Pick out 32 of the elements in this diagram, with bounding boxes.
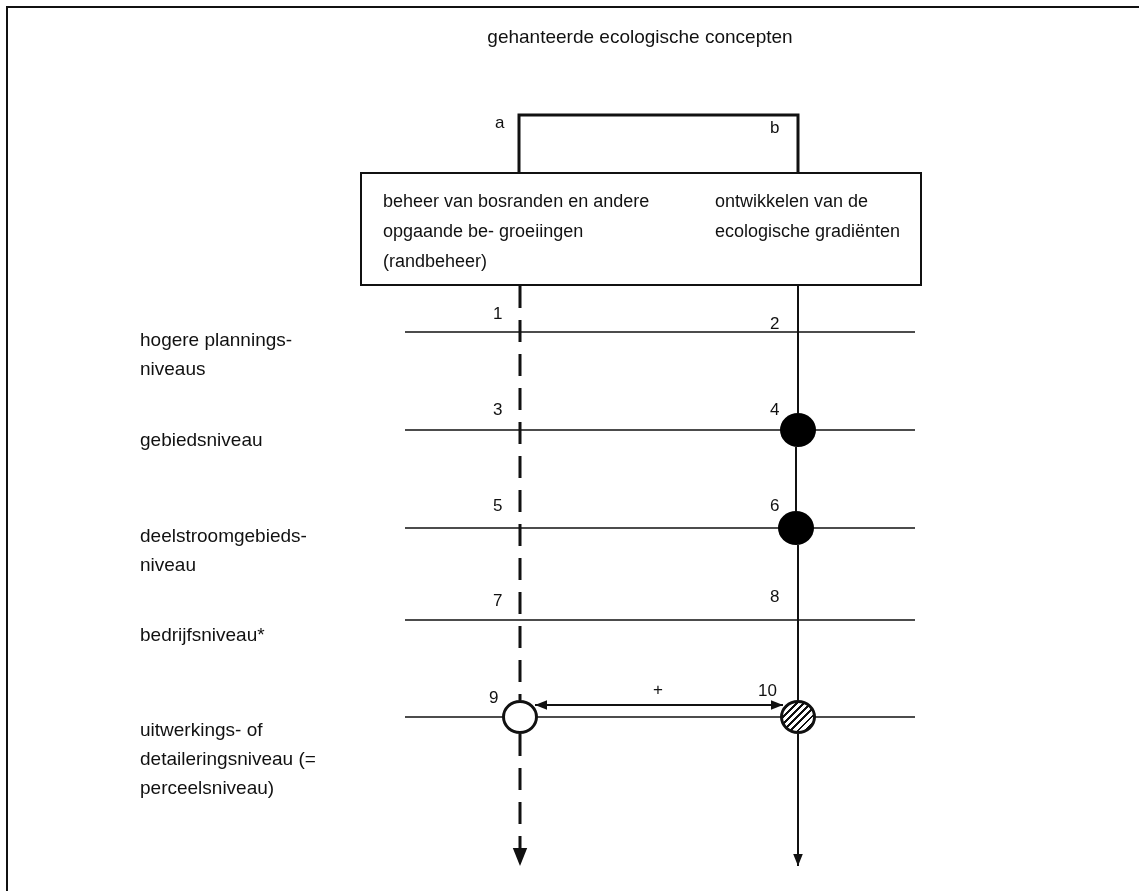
circle-marker bbox=[502, 700, 538, 734]
concept-text: beheer van bosranden en andere opgaande be- groeiingen (randbeheer) bbox=[383, 190, 651, 273]
callout-number: 10 bbox=[758, 680, 777, 702]
connector-line bbox=[797, 544, 799, 701]
concept-text: ontwikkelen van de ecologische gradiënten bbox=[715, 190, 902, 243]
callout-number: 7 bbox=[493, 590, 503, 612]
connector-line bbox=[793, 733, 803, 867]
concept-box bbox=[360, 172, 922, 286]
connector-line bbox=[534, 700, 784, 710]
callout-number: 4 bbox=[770, 399, 780, 421]
callout-number: 1 bbox=[493, 303, 503, 325]
callout-number: 6 bbox=[770, 495, 780, 517]
connector-line bbox=[797, 285, 799, 414]
level-label: hogere plannings- niveaus bbox=[140, 328, 294, 381]
callout-number: 5 bbox=[493, 495, 503, 517]
connector-line bbox=[795, 446, 797, 512]
callout-number: 2 bbox=[770, 313, 780, 335]
circle-marker bbox=[780, 413, 816, 447]
level-label: gebiedsniveau bbox=[140, 428, 263, 452]
callout-number: 9 bbox=[489, 687, 499, 709]
connector-line bbox=[512, 734, 528, 866]
diagram-title: gehanteerde ecologische concepten bbox=[486, 26, 794, 48]
callout-number: 3 bbox=[493, 399, 503, 421]
level-label: bedrijfsniveau* bbox=[140, 623, 265, 647]
level-label: uitwerkings- of detaileringsniveau (= perceelsniveau) bbox=[140, 718, 317, 800]
hatched-circle bbox=[780, 700, 816, 734]
circle-marker bbox=[778, 511, 814, 545]
callout-number: 8 bbox=[770, 586, 780, 608]
level-label: deelstroomgebieds- niveau bbox=[140, 524, 308, 577]
callout-number: b bbox=[770, 117, 780, 139]
connector-line bbox=[518, 286, 522, 700]
callout-number: a bbox=[495, 112, 505, 134]
